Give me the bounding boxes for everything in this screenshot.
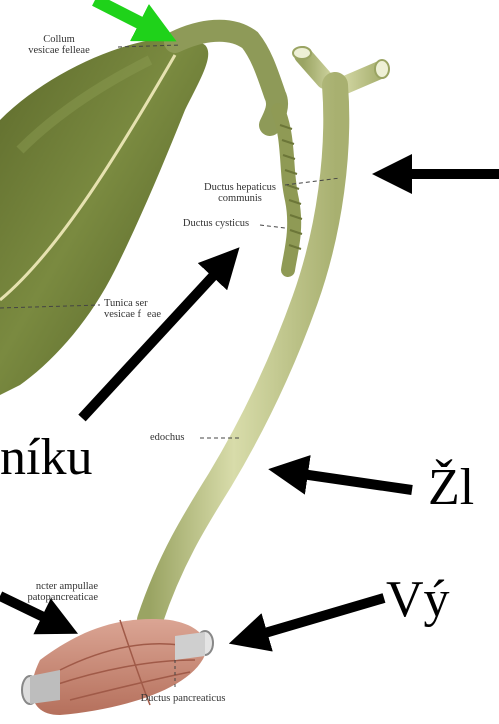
arrow-choledochus [288,472,412,490]
label-choledochus: edochus [150,432,200,443]
green-arrow [95,0,158,32]
overlay-word-right-1: Žl [428,460,474,516]
gallbladder-shape [0,38,208,395]
common-bile-duct [150,85,336,620]
label-collum-line2: vesicae felleae [0,45,118,56]
label-sphincter: ncter ampullae patopancreaticae [0,581,98,603]
label-ductus-cysticus: Ductus cysticus [170,218,262,229]
label-tunica-line2: vesicae f [104,309,141,320]
overlay-word-left: níku [0,430,92,486]
label-collum: Collum vesicae felleae [0,34,118,56]
label-ductus-hepaticus-line2: communis [190,193,290,204]
label-collum-line1: Collum [0,34,118,45]
label-sphincter-line1: ncter ampullae [0,581,98,592]
arrow-pancreatic [248,598,384,638]
label-tunica: Tunica ser vesicae f eae [104,298,174,320]
label-tunica-line1: Tunica ser [104,298,174,309]
overlay-word-right-2: Vý [386,572,450,628]
label-ductus-pancreaticus: Ductus pancreaticus [118,693,248,704]
label-sphincter-line2: patopancreaticae [0,592,98,603]
label-tunica-line2-end: eae [147,309,161,320]
label-ductus-hepaticus-line1: Ductus hepaticus [190,182,290,193]
label-ductus-hepaticus: Ductus hepaticus communis [190,182,290,204]
